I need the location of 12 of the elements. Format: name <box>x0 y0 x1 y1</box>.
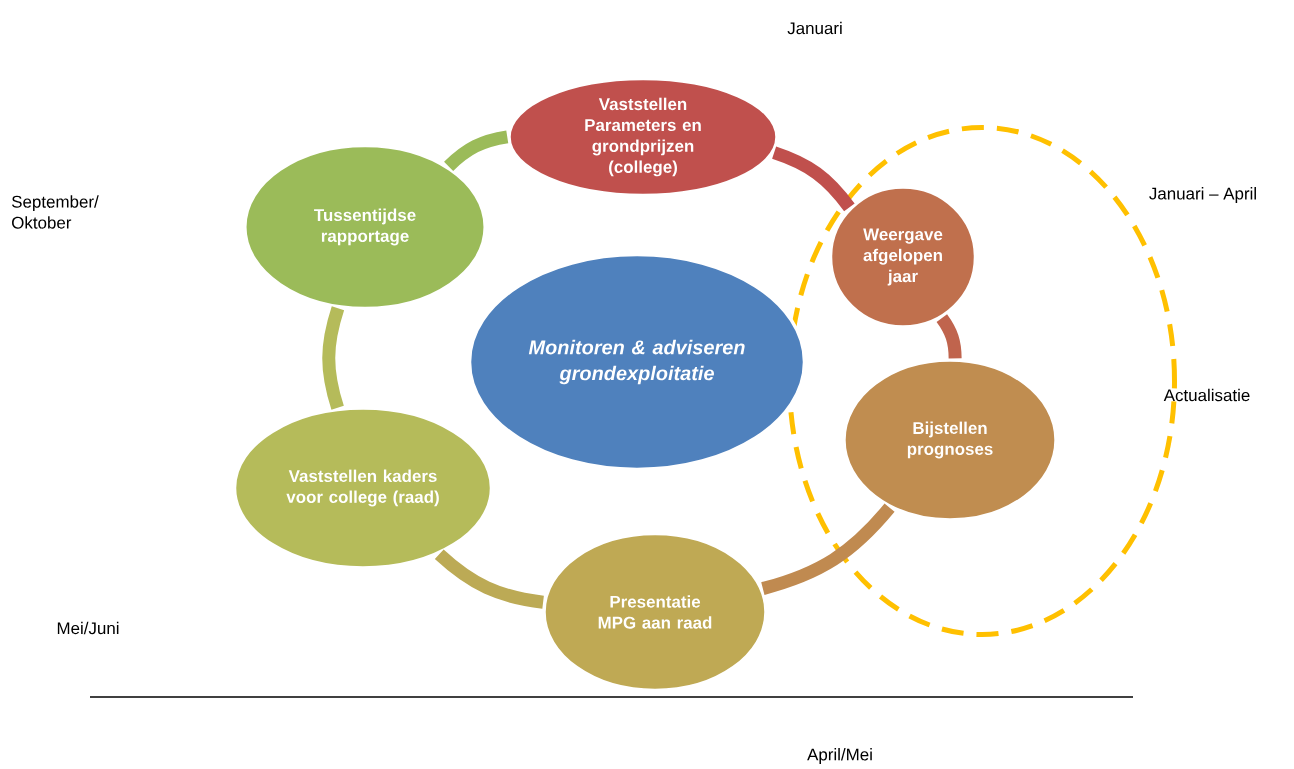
ring-segment <box>322 306 345 410</box>
ring-segment <box>936 314 962 359</box>
time-label: September/ Oktober <box>11 195 99 229</box>
time-label: Januari – April <box>1149 187 1256 203</box>
ring-segment <box>434 549 544 609</box>
ring-segment <box>772 146 855 212</box>
time-label: Mei/Juni <box>57 621 119 635</box>
time-label: April/Mei <box>807 748 872 764</box>
time-label: Januari <box>787 21 842 35</box>
ring-segment <box>761 503 895 595</box>
ring-segment <box>444 130 509 172</box>
group-label: Actualisatie <box>1163 388 1250 402</box>
